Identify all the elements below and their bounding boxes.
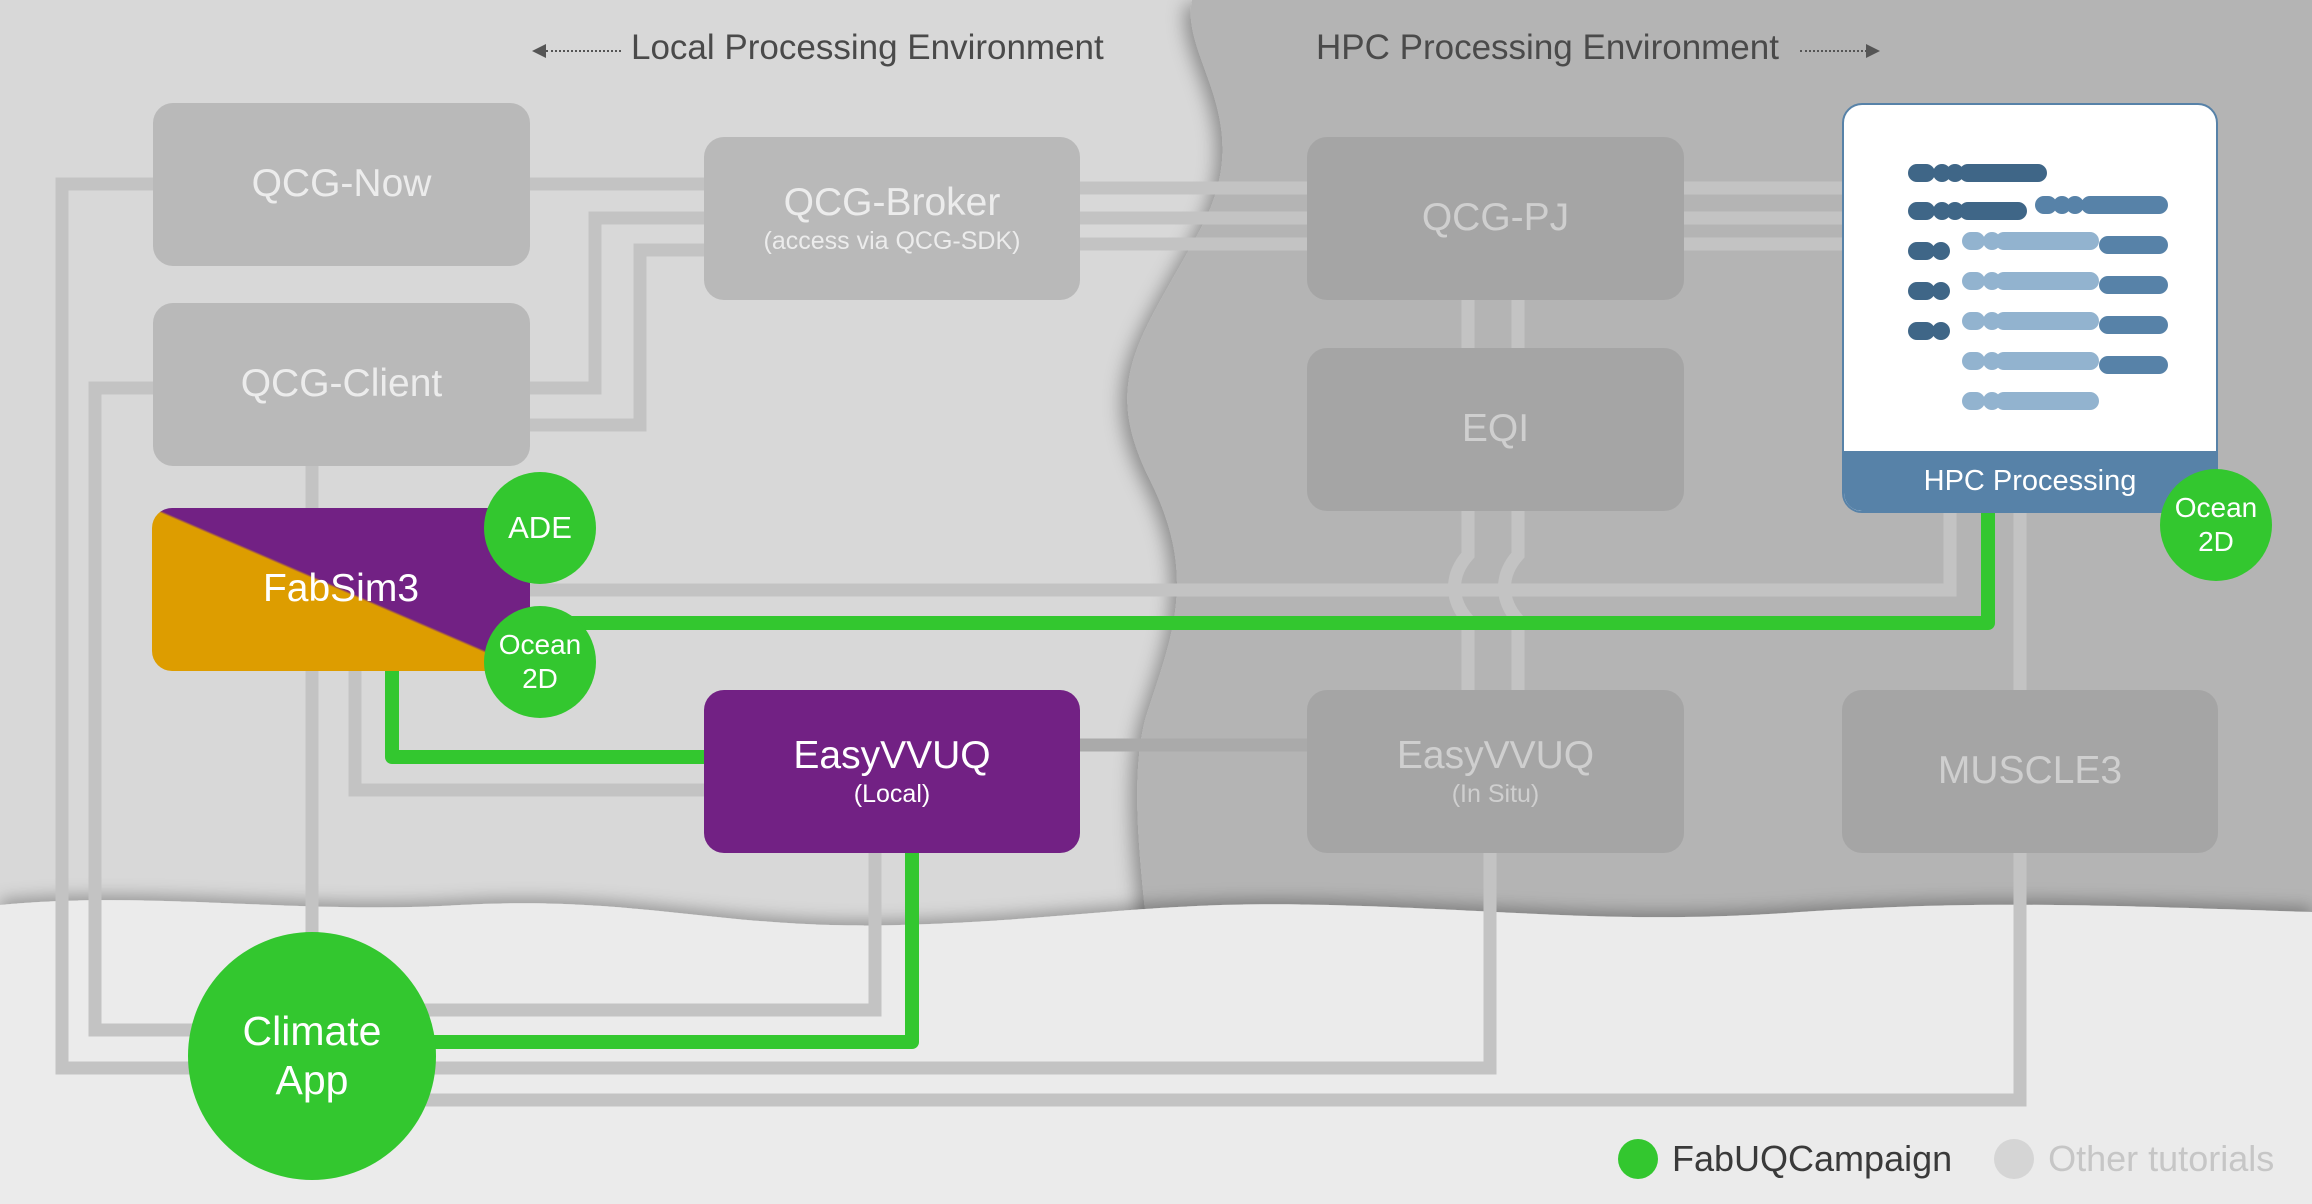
ade-badge: ADE (484, 472, 596, 584)
qcg-now-box: QCG-Now (153, 103, 530, 266)
legend-fabuq-dot (1618, 1139, 1658, 1179)
easyvvuq-insitu-sublabel: (In Situ) (1451, 779, 1540, 808)
qcg-now-label: QCG-Now (251, 162, 432, 206)
line-green-fabsim-easyvvuq (385, 670, 710, 764)
right-arrow-icon (1866, 44, 1880, 58)
legend-fabuq-label: FabUQCampaign (1672, 1138, 1953, 1179)
line-eqi-insitu2 (1498, 510, 1525, 690)
qcg-broker-box: QCG-Broker (access via QCG-SDK) (704, 137, 1080, 300)
local-env-title: Local Processing Environment (631, 28, 1104, 67)
qcg-pj-label: QCG-PJ (1421, 196, 1570, 240)
right-arrow-line (1800, 50, 1875, 52)
easyvvuq-local-box: EasyVVUQ (Local) (704, 690, 1080, 853)
legend-other-dot (1994, 1139, 2035, 1179)
line-client-broker2 (528, 243, 710, 432)
legend-other-label: Other tutorials (2048, 1138, 2275, 1179)
ocean2d-hpc-badge: Ocean 2D (2160, 469, 2272, 581)
eqi-label: EQI (1461, 407, 1530, 451)
easyvvuq-local-label: EasyVVUQ (793, 734, 991, 778)
easyvvuq-insitu-label: EasyVVUQ (1396, 734, 1595, 778)
fabsim3-label: FabSim3 (262, 567, 420, 611)
line-client-broker1 (528, 211, 710, 395)
easyvvuq-local-sublabel: (Local) (853, 779, 931, 808)
climate-app-node: Climate App (188, 932, 436, 1180)
bottom-region (0, 900, 2312, 1204)
qcg-broker-label: QCG-Broker (783, 181, 1001, 225)
muscle3-label: MUSCLE3 (1937, 749, 2123, 793)
left-arrow-line (546, 50, 621, 52)
line-qcgnow-left (55, 177, 1497, 1075)
line-climate-easyvvuq (420, 850, 882, 1017)
line-green-easyvvuq-climate (420, 850, 919, 1049)
hpc-bars-icon (1908, 164, 2168, 410)
qcg-broker-sublabel: (access via QCG-SDK) (763, 226, 1021, 255)
legend: FabUQCampaign Other tutorials (1618, 1138, 2274, 1180)
muscle3-box: MUSCLE3 (1842, 690, 2218, 853)
line-climate-muscle (420, 840, 2027, 1107)
line-fabsim-hpc (530, 510, 1957, 597)
line-green-fabsim-hpc (560, 510, 1995, 630)
line-qcgclient-left (88, 381, 195, 1037)
hpc-processing-card: HPC Processing (1842, 103, 2218, 513)
qcg-client-label: QCG-Client (240, 362, 443, 406)
fabsim3-box: FabSim3 (152, 508, 530, 671)
eqi-box: EQI (1307, 348, 1684, 511)
ocean2d-fabsim-badge: Ocean 2D (484, 606, 596, 718)
line-eqi-insitu1 (1448, 510, 1475, 690)
left-arrow-icon (532, 44, 546, 58)
hpc-env-title: HPC Processing Environment (1316, 28, 1779, 67)
hpc-processing-label: HPC Processing (1923, 464, 2137, 497)
hpc-processing-footer: HPC Processing (1844, 451, 2216, 511)
easyvvuq-insitu-box: EasyVVUQ (In Situ) (1307, 690, 1684, 853)
qcg-client-box: QCG-Client (153, 303, 530, 466)
line-fabsim-down2 (348, 670, 715, 797)
qcg-pj-box: QCG-PJ (1307, 137, 1684, 300)
